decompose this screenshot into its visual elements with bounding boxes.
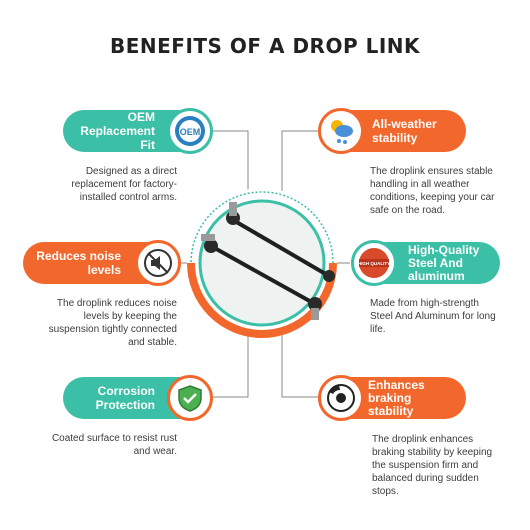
- benefit-quality-desc-line3: life.: [370, 324, 386, 335]
- oem-badge-icon: OEM: [167, 108, 213, 154]
- benefit-corrosion-title-line1: Corrosion: [97, 384, 155, 398]
- drop-link-product-image: [187, 188, 337, 338]
- noise-off-icon: [135, 240, 181, 286]
- benefit-oem-desc-line2: replacement for factory-: [71, 179, 177, 190]
- benefit-quality-description: Made from high-strength Steel And Alumin…: [370, 297, 515, 336]
- benefit-quality-title-line1: High-Quality: [408, 242, 480, 257]
- benefit-oem-pill: OEM Replacement Fit OEM: [63, 108, 213, 154]
- benefit-weather-title-line2: stability: [372, 131, 418, 145]
- benefit-oem-description: Designed as a direct replacement for fac…: [60, 165, 177, 204]
- benefit-braking-title-line1: Enhances: [368, 377, 425, 392]
- benefit-braking-desc-line3: the suspension firm and: [372, 460, 479, 471]
- benefit-braking-title: Enhances braking stability: [368, 377, 425, 418]
- benefit-noise-title: Reduces noise levels: [35, 249, 121, 277]
- benefit-corrosion-desc-line1: Coated surface to resist rust: [51, 433, 177, 444]
- high-quality-badge-text: HIGH QUALITY: [358, 261, 390, 266]
- benefit-weather-desc-line1: The droplink ensures stable: [370, 166, 493, 177]
- benefit-oem-desc-line1: Designed as a direct: [85, 166, 177, 177]
- benefit-oem-title-line2: Replacement Fit: [80, 124, 155, 152]
- benefit-braking-description: The droplink enhances braking stability …: [372, 433, 512, 498]
- benefit-corrosion-desc-line2: and wear.: [133, 446, 177, 457]
- drop-link-rods: [201, 202, 335, 320]
- brake-disc-icon: [318, 375, 364, 421]
- benefit-noise-title-line1: Reduces noise: [36, 249, 121, 263]
- benefit-oem-desc-line3: installed control arms.: [79, 192, 177, 203]
- benefit-braking-title-line2: braking: [368, 390, 412, 405]
- benefit-weather-title-line1: All-weather: [372, 117, 437, 131]
- benefit-weather-title: All-weather stability: [372, 117, 437, 145]
- benefit-braking-pill: Enhances braking stability: [318, 375, 466, 421]
- benefit-noise-desc-line1: The droplink reduces noise: [56, 298, 177, 309]
- benefit-noise-description: The droplink reduces noise levels by kee…: [30, 297, 177, 349]
- oem-badge-text: OEM: [180, 127, 201, 137]
- benefit-corrosion-description: Coated surface to resist rust and wear.: [30, 432, 177, 458]
- benefit-quality-desc-line1: Made from high-strength: [370, 298, 479, 309]
- benefit-quality-desc-line2: Steel And Aluminum for long: [370, 311, 496, 322]
- drop-link-illustration: [187, 191, 337, 338]
- benefit-braking-title-line3: stability: [368, 403, 414, 418]
- benefit-noise-desc-line3: suspension tightly connected: [48, 324, 177, 335]
- benefit-braking-desc-line1: The droplink enhances: [372, 434, 474, 445]
- benefit-weather-desc-line2: handling in all weather: [370, 179, 470, 190]
- benefit-weather-description: The droplink ensures stable handling in …: [370, 165, 510, 217]
- benefit-oem-title: OEM Replacement Fit: [77, 110, 155, 152]
- shield-check-icon: [167, 375, 213, 421]
- benefit-quality-pill: HIGH QUALITY High-Quality Steel And alum…: [351, 240, 500, 286]
- benefit-noise-pill: Reduces noise levels: [23, 240, 181, 286]
- benefit-weather-pill: All-weather stability: [318, 108, 466, 154]
- benefit-quality-title: High-Quality Steel And aluminum: [408, 242, 480, 283]
- benefit-braking-desc-line5: stops.: [372, 486, 399, 497]
- benefit-quality-title-line2: Steel And: [408, 255, 463, 270]
- high-quality-badge-icon: HIGH QUALITY: [351, 240, 397, 286]
- benefit-oem-title-line1: OEM: [127, 110, 155, 124]
- benefit-corrosion-pill: Corrosion Protection: [63, 375, 213, 421]
- benefit-corrosion-title: Corrosion Protection: [77, 384, 155, 412]
- benefit-braking-desc-line4: balanced during sudden: [372, 473, 479, 484]
- benefit-noise-title-line2: levels: [87, 263, 121, 277]
- benefit-noise-desc-line4: and stable.: [128, 337, 177, 348]
- benefit-corrosion-title-line2: Protection: [95, 398, 155, 412]
- benefit-braking-desc-line2: braking stability by keeping: [372, 447, 493, 458]
- benefit-weather-desc-line3: conditions, keeping your car: [370, 192, 495, 203]
- weather-icon: [318, 108, 364, 154]
- benefit-noise-desc-line2: levels by keeping the: [83, 311, 177, 322]
- page-title: BENEFITS OF A DROP LINK: [109, 34, 421, 58]
- benefit-weather-desc-line4: safe on the road.: [370, 205, 446, 216]
- benefit-quality-title-line3: aluminum: [408, 268, 465, 283]
